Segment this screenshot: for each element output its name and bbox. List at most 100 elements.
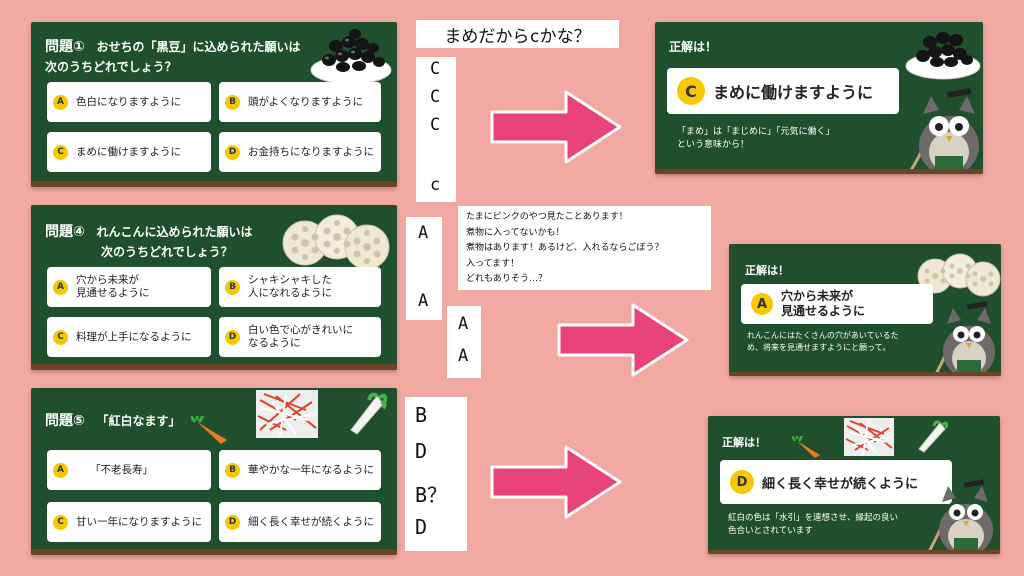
lotus-root-illustration xyxy=(917,253,1001,297)
explanation-line: れんこんにはたくさんの穴があいているた xyxy=(747,331,899,340)
option-b[interactable]: B 頭がよくなりますように xyxy=(219,82,381,122)
option-letter-badge: A xyxy=(53,94,68,110)
answer-4-card: 正解は！ A 穴から未来が見通せるように れんこんにはたくさんの穴があいているた… xyxy=(729,244,1001,376)
correct-answer-box: C まめに働けますように xyxy=(667,68,899,114)
option-letter-badge: B xyxy=(225,462,240,478)
answer-explanation: 「まめ」は「まじめに」「元気に働く」 という意味から！ xyxy=(677,126,835,152)
red-white-namasu-photo xyxy=(844,418,894,456)
question-text: れんこんに込められた願いは xyxy=(96,225,253,239)
option-text-line: なるように xyxy=(248,337,301,349)
answer-letter: A xyxy=(458,346,469,366)
option-text: 穴から未来が見通せるように xyxy=(76,274,150,300)
question-text: 「紅白なます」 xyxy=(96,414,181,428)
question-number: 問題④ xyxy=(45,224,85,240)
option-text: 「不老長寿」 xyxy=(90,463,153,476)
question-4-card: 問題④ れんこんに込められた願いは 次のうちどれでしょう？ A 穴から未来が見通… xyxy=(31,205,397,370)
option-a[interactable]: A 色白になりますように xyxy=(47,82,211,122)
option-text-line: 見通せるように xyxy=(76,287,150,299)
chalk-tray xyxy=(31,181,397,187)
black-beans-illustration xyxy=(905,32,981,80)
answer-letter: B xyxy=(415,403,428,427)
answer-5-card: 正解は！ D 細く長く幸せが続くように 紅白の色は「水引」を連想させ、縁起の良い… xyxy=(708,416,1000,554)
option-c[interactable]: C まめに働けますように xyxy=(47,132,211,172)
explanation-line: 紅白の色は「水引」を連想させ、縁起の良い xyxy=(728,513,899,523)
answer-explanation: 紅白の色は「水引」を連想させ、縁起の良い 色合いとされています xyxy=(728,512,898,538)
option-text: 細く長く幸せが続くように xyxy=(248,515,374,528)
option-letter-badge: B xyxy=(225,94,240,110)
option-c[interactable]: C 甘い一年になりますように xyxy=(47,502,211,542)
owl-teacher-icon xyxy=(926,479,993,554)
answer-note-q1: C C C c xyxy=(416,57,456,202)
answer-text-line: 見通せるように xyxy=(781,304,866,318)
option-d[interactable]: D 白い色で心がきれいになるように xyxy=(219,317,381,357)
option-letter-badge: C xyxy=(53,329,68,345)
chalk-tray xyxy=(655,169,983,174)
comment-line: たまにピンクのやつ見たことあります！ xyxy=(466,212,628,222)
answer-text-line: 穴から未来が xyxy=(781,289,854,303)
option-b[interactable]: B 華やかな一年になるように xyxy=(219,450,381,490)
option-text: シャキシャキした人になれるように xyxy=(248,274,332,300)
option-letter-badge: D xyxy=(225,329,240,345)
answer-note-q4: A A xyxy=(406,217,442,320)
question-1-card: 問題① おせちの「黒豆」に込められた願いは 次のうちどれでしょう？ A 色白にな… xyxy=(31,22,397,187)
red-white-namasu-photo xyxy=(256,390,318,438)
option-letter-badge: D xyxy=(225,144,240,160)
option-letter-badge: C xyxy=(53,514,68,530)
option-text: お金持ちになりますように xyxy=(248,145,374,158)
question-text: 次のうちどれでしょう？ xyxy=(101,245,233,259)
answer-heading: 正解は！ xyxy=(745,264,789,277)
answer-note-q5: B D B？ D xyxy=(405,397,467,551)
chalk-tray xyxy=(31,364,397,370)
answer-note-q4-b: A A xyxy=(447,306,481,378)
option-text: 頭がよくなりますように xyxy=(248,95,363,108)
answer-letter: A xyxy=(418,223,429,243)
carrot-icon xyxy=(792,436,820,458)
daikon-icon xyxy=(918,420,948,453)
option-letter-badge: A xyxy=(53,279,68,295)
option-text: 白い色で心がきれいになるように xyxy=(248,324,353,350)
option-a[interactable]: A 「不老長寿」 xyxy=(47,450,211,490)
question-5-title: 問題⑤ 「紅白なます」 xyxy=(45,410,180,430)
option-d[interactable]: D 細く長く幸せが続くように xyxy=(219,502,381,542)
comment-line: 煮物はあります！あるけど、入れるならごぼう？ xyxy=(466,243,664,253)
answer-heading: 正解は！ xyxy=(669,40,718,54)
arrow-right-icon xyxy=(490,90,622,164)
comment-line: 入ってます！ xyxy=(466,258,520,269)
option-letter-badge: A xyxy=(53,462,68,478)
answer-letter-badge: D xyxy=(730,470,754,494)
answer-letter: A xyxy=(418,291,429,311)
explanation-line: め、将来を見通せますようにと願って。 xyxy=(747,343,891,352)
correct-answer-box: D 細く長く幸せが続くように xyxy=(720,460,952,504)
option-d[interactable]: D お金持ちになりますように xyxy=(219,132,381,172)
answer-text: 穴から未来が見通せるように xyxy=(781,289,865,319)
option-a[interactable]: A 穴から未来が見通せるように xyxy=(47,267,211,307)
option-letter-badge: B xyxy=(225,279,240,295)
owl-teacher-icon xyxy=(907,87,979,174)
option-text: まめに働けますように xyxy=(76,145,181,158)
option-c[interactable]: C 料理が上手になるように xyxy=(47,317,211,357)
chalk-tray xyxy=(729,372,1001,376)
question-4-title: 問題④ れんこんに込められた願いは 次のうちどれでしょう？ xyxy=(45,221,252,260)
answer-letter: D xyxy=(415,515,428,539)
answer-letter: C xyxy=(430,87,441,107)
answer-letter: B？ xyxy=(415,483,448,507)
question-1-title: 問題① おせちの「黒豆」に込められた願いは 次のうちどれでしょう？ xyxy=(45,36,300,75)
answer-letter-badge: A xyxy=(751,293,773,315)
option-text: 色白になりますように xyxy=(76,95,181,108)
option-text-line: 白い色で心がきれいに xyxy=(248,324,353,336)
answer-letter: C xyxy=(430,115,441,135)
chalk-tray xyxy=(708,550,1000,554)
daikon-icon xyxy=(350,392,387,435)
answer-letter: D xyxy=(415,439,428,463)
comment-line: どれもありそう…？ xyxy=(466,274,548,284)
answer-text: まめに働けますように xyxy=(713,83,874,102)
explanation-line: 色合いとされています xyxy=(728,526,813,536)
answer-letter: C xyxy=(430,59,441,79)
comment-note: たまにピンクのやつ見たことあります！ 煮物に入ってないかも！ 煮物はあります！あ… xyxy=(458,206,711,290)
option-b[interactable]: B シャキシャキした人になれるように xyxy=(219,267,381,307)
explanation-line: 「まめ」は「まじめに」「元気に働く」 xyxy=(677,127,835,137)
explanation-line: という意味から！ xyxy=(677,140,750,150)
question-number: 問題⑤ xyxy=(45,413,85,429)
option-text-line: シャキシャキした xyxy=(248,274,332,286)
option-text-line: 人になれるように xyxy=(248,287,332,299)
